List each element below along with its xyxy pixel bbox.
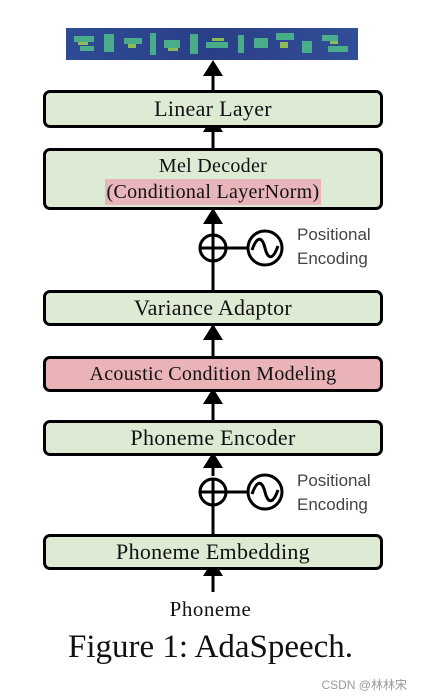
sine-wave-icon <box>246 473 284 511</box>
phoneme-embedding-label: Phoneme Embedding <box>116 539 310 564</box>
positional-text: Positional <box>297 225 371 244</box>
positional-encoding-label-bottom: Positional Encoding <box>297 469 371 517</box>
phoneme-input-label: Phoneme <box>169 597 252 621</box>
encoding-text: Encoding <box>297 495 368 514</box>
variance-adaptor-block: Variance Adaptor <box>43 290 383 326</box>
sine-wave-icon <box>246 229 284 267</box>
acoustic-condition-block: Acoustic Condition Modeling <box>43 356 383 392</box>
watermark: CSDN @林林宋 <box>321 678 407 692</box>
linear-layer-block: Linear Layer <box>43 90 383 128</box>
linear-layer-label: Linear Layer <box>154 96 272 121</box>
mel-decoder-note: (Conditional LayerNorm) <box>104 179 322 205</box>
mel-spectrogram-icon <box>66 28 358 60</box>
positional-text: Positional <box>297 471 371 490</box>
acoustic-condition-label: Acoustic Condition Modeling <box>89 362 337 385</box>
phoneme-embedding-block: Phoneme Embedding <box>43 534 383 570</box>
figure-caption: Figure 1: AdaSpeech. <box>67 629 354 665</box>
mel-decoder-block: Mel Decoder (Conditional LayerNorm) <box>43 148 383 210</box>
variance-adaptor-label: Variance Adaptor <box>133 295 293 320</box>
phoneme-encoder-label: Phoneme Encoder <box>130 425 296 450</box>
phoneme-encoder-block: Phoneme Encoder <box>43 420 383 456</box>
encoding-text: Encoding <box>297 249 368 268</box>
positional-encoding-label-top: Positional Encoding <box>297 223 371 271</box>
mel-decoder-label: Mel Decoder <box>158 155 268 177</box>
